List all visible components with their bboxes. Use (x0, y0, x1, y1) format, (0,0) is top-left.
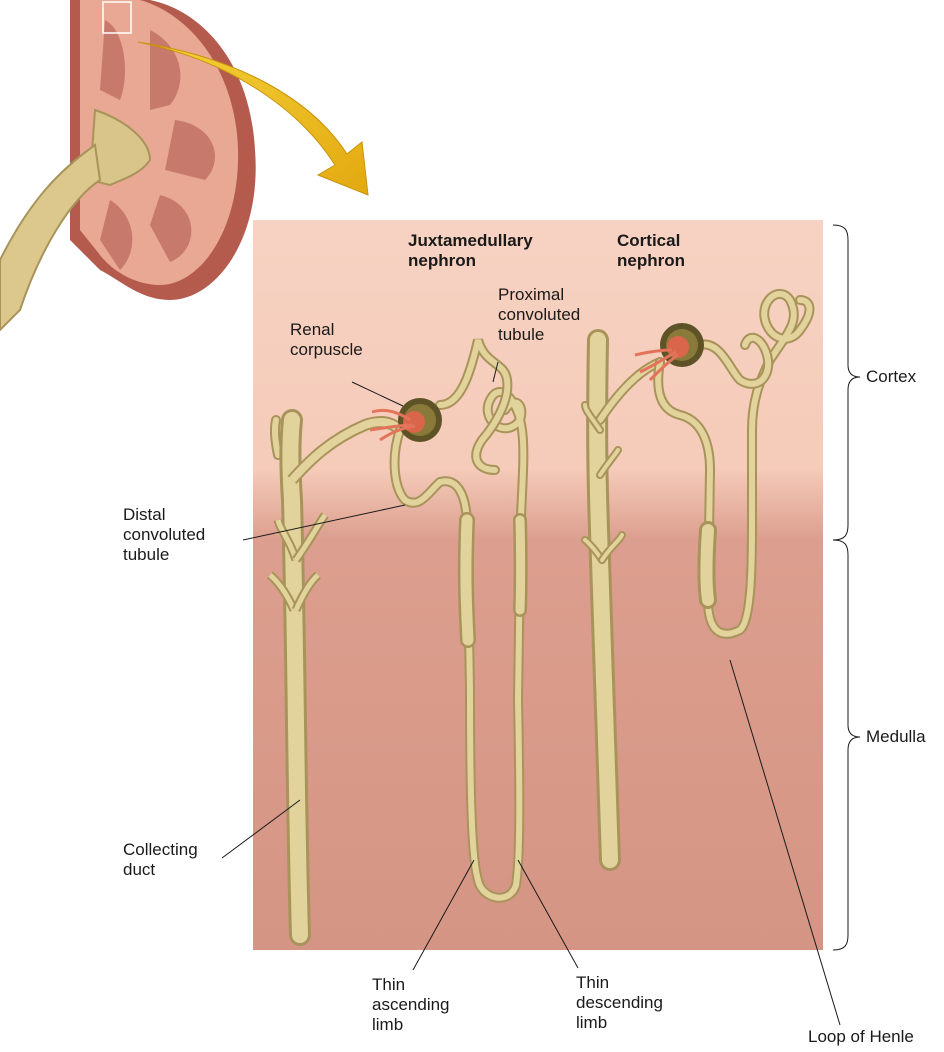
label-cortex: Cortex (866, 367, 916, 387)
region-braces (833, 225, 860, 950)
heading-cortical: Cortical nephron (617, 231, 685, 271)
label-loop-of-henle: Loop of Henle (808, 1027, 914, 1047)
kidney-illustration (0, 0, 256, 330)
label-thin-descending-limb: Thin descending limb (576, 973, 663, 1033)
label-renal-corpuscle: Renal corpuscle (290, 320, 363, 360)
label-medulla: Medulla (866, 727, 926, 747)
label-thin-ascending-limb: Thin ascending limb (372, 975, 450, 1035)
label-proximal-convoluted-tubule: Proximal convoluted tubule (498, 285, 580, 345)
heading-juxtamedullary: Juxtamedullary nephron (408, 231, 533, 271)
label-collecting-duct: Collecting duct (123, 840, 198, 880)
label-distal-convoluted-tubule: Distal convoluted tubule (123, 505, 205, 565)
